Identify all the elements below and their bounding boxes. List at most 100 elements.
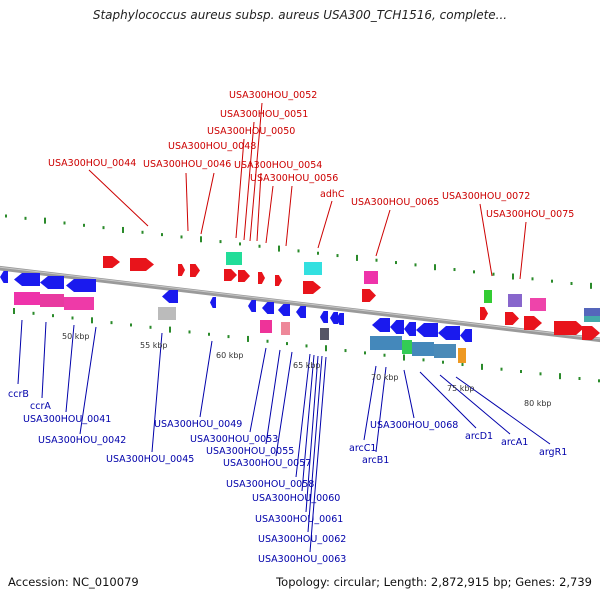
gene-label-USA300HOU_0063[interactable]: USA300HOU_0063 — [258, 554, 346, 565]
bottom-track-tick — [188, 330, 191, 334]
gene-label-USA300HOU_0057[interactable]: USA300HOU_0057 — [223, 458, 311, 469]
gene-label-arcA1[interactable]: arcA1 — [501, 437, 528, 448]
leader-USA300HOU_0041 — [65, 324, 75, 413]
top-track-tick — [570, 281, 573, 285]
gene-label-USA300HOU_0050[interactable]: USA300HOU_0050 — [207, 126, 295, 137]
forward-gene-arrow — [524, 316, 542, 330]
top-track-tick — [24, 216, 27, 220]
top-track-tick — [375, 258, 378, 262]
top-track-tick — [473, 270, 475, 274]
gene-box-magenta — [364, 271, 378, 284]
gene-label-USA300HOU_0068[interactable]: USA300HOU_0068 — [370, 420, 458, 431]
reverse-gene-arrow — [416, 323, 438, 337]
leader-ccrA — [41, 321, 47, 399]
forward-gene-arrow — [480, 307, 488, 320]
gene-label-USA300HOU_0052[interactable]: USA300HOU_0052 — [229, 90, 317, 101]
bottom-track-tick — [110, 321, 113, 325]
leader-USA300HOU_0052 — [249, 102, 263, 242]
bottom-track-tick — [422, 358, 425, 362]
leader-USA300HOU_0075 — [519, 221, 527, 280]
reverse-gene-arrow — [210, 297, 216, 308]
gene-label-USA300HOU_0042[interactable]: USA300HOU_0042 — [38, 435, 126, 446]
top-track-tick — [278, 245, 280, 252]
leader-USA300HOU_0044 — [88, 169, 149, 227]
gene-label-USA300HOU_0044[interactable]: USA300HOU_0044 — [48, 158, 136, 169]
gene-label-USA300HOU_0075[interactable]: USA300HOU_0075 — [486, 209, 574, 220]
scale-label-80: 80 kbp — [524, 399, 552, 408]
gene-box-magenta — [14, 292, 40, 305]
bottom-track-tick — [578, 376, 581, 380]
bottom-track-tick — [52, 314, 54, 318]
reverse-gene-arrow — [0, 271, 8, 283]
bottom-track-tick — [598, 379, 600, 383]
bottom-track-tick — [520, 370, 522, 374]
top-track-tick — [200, 236, 202, 243]
gene-label-arcD1[interactable]: arcD1 — [465, 431, 493, 442]
reverse-gene-arrow — [460, 329, 472, 342]
top-track-tick — [180, 235, 183, 239]
gene-label-USA300HOU_0049[interactable]: USA300HOU_0049 — [154, 419, 242, 430]
scale-label-55: 55 kbp — [140, 341, 168, 350]
top-track-tick — [63, 221, 66, 225]
scale-label-60: 60 kbp — [216, 351, 244, 360]
map-title: Staphylococcus aureus subsp. aureus USA3… — [92, 8, 508, 22]
gene-label-adhC[interactable]: adhC — [320, 189, 345, 200]
gene-label-USA300HOU_0060[interactable]: USA300HOU_0060 — [252, 493, 340, 504]
leader-arcD1 — [419, 371, 477, 429]
gene-label-USA300HOU_0051[interactable]: USA300HOU_0051 — [220, 109, 308, 120]
leader-arcC1 — [363, 365, 377, 441]
bottom-track-tick — [286, 342, 288, 346]
gene-box-cyan — [304, 262, 322, 275]
gene-box-grey — [158, 307, 176, 320]
top-track-tick — [434, 264, 436, 271]
gene-label-USA300HOU_0072[interactable]: USA300HOU_0072 — [442, 191, 530, 202]
gene-label-USA300HOU_0053[interactable]: USA300HOU_0053 — [190, 434, 278, 445]
accession-text: Accession: NC_010079 — [8, 575, 139, 589]
gene-label-arcB1[interactable]: arcB1 — [362, 455, 389, 466]
top-track-tick — [122, 226, 124, 233]
leader-USA300HOU_0057 — [275, 351, 293, 457]
bottom-track-tick — [403, 354, 405, 361]
reverse-gene-arrow — [390, 320, 404, 334]
gene-label-USA300HOU_0046[interactable]: USA300HOU_0046 — [143, 159, 231, 170]
gene-label-USA300HOU_0045[interactable]: USA300HOU_0045 — [106, 454, 194, 465]
gene-label-arcC1[interactable]: arcC1 — [349, 443, 376, 454]
gene-label-argR1[interactable]: argR1 — [539, 447, 567, 458]
leader-USA300HOU_0046 — [185, 172, 189, 232]
leader-USA300HOU_0058 — [295, 353, 311, 478]
gene-label-USA300HOU_0054[interactable]: USA300HOU_0054 — [234, 160, 322, 171]
gene-box-magenta — [64, 297, 94, 310]
top-track-tick — [141, 230, 144, 234]
top-track-tick — [395, 261, 397, 265]
gene-box-blue — [370, 336, 402, 350]
leader-USA300HOU_0072 — [479, 203, 493, 277]
top-track-tick — [239, 242, 241, 246]
gene-label-USA300HOU_0048[interactable]: USA300HOU_0048 — [168, 141, 256, 152]
gene-box-pink — [530, 298, 546, 311]
gene-box-green — [226, 252, 242, 265]
bottom-track-tick — [500, 367, 503, 371]
gene-label-USA300HOU_0056[interactable]: USA300HOU_0056 — [250, 173, 338, 184]
gene-label-USA300HOU_0065[interactable]: USA300HOU_0065 — [351, 197, 439, 208]
forward-gene-arrow — [224, 269, 237, 281]
bottom-track-tick — [442, 360, 444, 364]
leader-USA300HOU_0045 — [151, 332, 163, 453]
top-track-tick — [317, 251, 319, 255]
gene-box-purple — [508, 294, 522, 307]
gene-label-USA300HOU_0041[interactable]: USA300HOU_0041 — [23, 414, 111, 425]
top-track-tick — [5, 214, 7, 218]
gene-box-slate — [584, 308, 600, 316]
gene-label-USA300HOU_0055[interactable]: USA300HOU_0055 — [206, 446, 294, 457]
gene-label-ccrA[interactable]: ccrA — [30, 401, 51, 412]
gene-box-blue — [434, 344, 456, 358]
gene-label-USA300HOU_0061[interactable]: USA300HOU_0061 — [255, 514, 343, 525]
gene-label-USA300HOU_0062[interactable]: USA300HOU_0062 — [258, 534, 346, 545]
reverse-gene-arrow — [162, 290, 178, 303]
gene-label-USA300HOU_0058[interactable]: USA300HOU_0058 — [226, 479, 314, 490]
gene-label-ccrB[interactable]: ccrB — [8, 389, 29, 400]
top-track-tick — [297, 249, 300, 253]
bottom-track-tick — [169, 326, 171, 333]
top-track-tick — [219, 240, 222, 244]
